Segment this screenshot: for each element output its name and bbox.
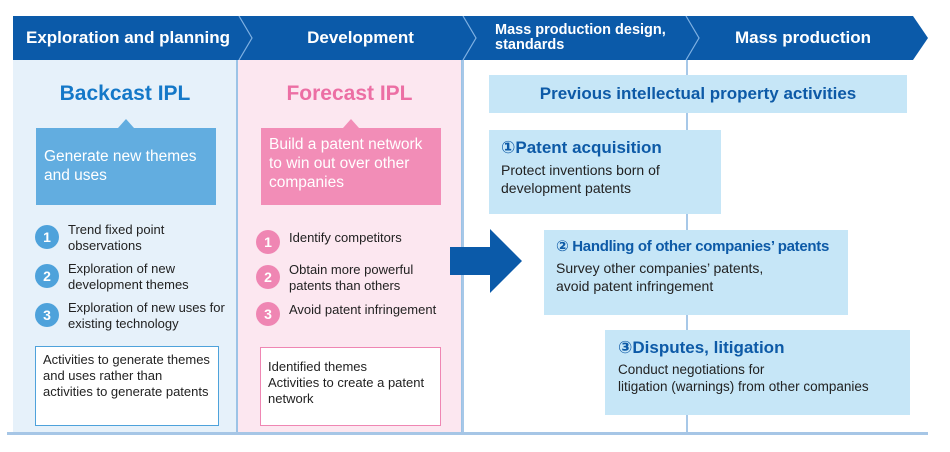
chevron-right-icon [238, 16, 253, 60]
activity-description-line: litigation (warnings) from other compani… [618, 379, 869, 395]
chevron-right-icon [462, 16, 477, 60]
backcast-callout: Generate new themes and uses [36, 128, 216, 205]
list-item-text: Identify competitors [289, 230, 402, 245]
number-badge: 3 [256, 302, 280, 326]
activity-description-line: Survey other companies’ patents, [556, 260, 764, 276]
phase-label-development: Development [307, 28, 414, 48]
list-item-text: Exploration of new uses for existing tec… [68, 300, 225, 331]
list-item-text: Obtain more powerful patents than others [289, 262, 414, 293]
backcast-title: Backcast IPL [59, 82, 191, 105]
ribbon-background [13, 16, 928, 60]
activity-description: Protect inventions born of development p… [501, 162, 709, 197]
list-item: 3 Avoid patent infringement [256, 299, 456, 334]
activity-patent-acquisition: ①Patent acquisition Protect inventions b… [489, 130, 721, 214]
activity-title: ③Disputes, litigation [618, 338, 785, 357]
activity-disputes-litigation: ③Disputes, litigation Conduct negotiatio… [605, 330, 910, 415]
activity-description-line: avoid patent infringement [556, 277, 714, 294]
list-item-text: Trend fixed point observations [68, 222, 165, 253]
ribbon-shape [13, 16, 928, 60]
forecast-note-line: Activities to create a patent network [268, 374, 425, 406]
backcast-list: 1 Trend fixed point observations 2 Explo… [35, 222, 240, 336]
list-item: 2 Obtain more powerful patents than othe… [256, 262, 456, 299]
activity-description: Conduct negotiations for litigation (war… [618, 362, 898, 396]
list-item-text: Avoid patent infringement [289, 302, 437, 317]
number-badge: 1 [35, 225, 59, 249]
list-item: 1 Trend fixed point observations [35, 222, 235, 261]
list-item: 3 Exploration of new uses for existing t… [35, 300, 240, 336]
activity-handling-other-patents: ② Handling of other companies’ patents S… [544, 230, 848, 315]
phase-label-mass-production: Mass production [734, 28, 871, 48]
forecast-title: Forecast IPL [286, 82, 413, 105]
phase-label-exploration: Exploration and planning [26, 28, 230, 48]
number-badge: 2 [35, 264, 59, 288]
backcast-note: Activities to generate themes and uses r… [35, 346, 219, 426]
list-item: 1 Identify competitors [256, 227, 456, 262]
activity-description-line: Conduct negotiations for [618, 362, 765, 378]
list-item-text: Exploration of new development themes [68, 261, 189, 292]
activity-title: ①Patent acquisition [501, 138, 662, 157]
chevron-right-icon [685, 16, 700, 60]
activity-description: Survey other companies’ patents, avoid p… [556, 260, 836, 295]
number-badge: 1 [256, 230, 280, 254]
right-arrow-icon [450, 229, 522, 293]
activity-title: ② Handling of other companies’ patents [556, 238, 829, 255]
activity-description-line: development patents [501, 179, 631, 196]
forecast-note-line: Identified themes [268, 359, 368, 374]
forecast-list: 1 Identify competitors 2 Obtain more pow… [256, 227, 456, 334]
list-item: 2 Exploration of new development themes [35, 261, 235, 300]
number-badge: 3 [35, 303, 59, 327]
activity-description-line: Protect inventions born of [501, 162, 660, 179]
previous-activities-banner: Previous intellectual property activitie… [489, 75, 907, 113]
forecast-note: Identified themes Activities to create a… [260, 347, 441, 426]
number-badge: 2 [256, 265, 280, 289]
phase-ribbon: Exploration and planning Development Mas… [13, 16, 928, 60]
phase-label-mass-production-design: Mass production design, standards [495, 21, 666, 53]
baseline-divider [7, 432, 928, 435]
forecast-callout: Build a patent network to win out over o… [261, 128, 441, 205]
